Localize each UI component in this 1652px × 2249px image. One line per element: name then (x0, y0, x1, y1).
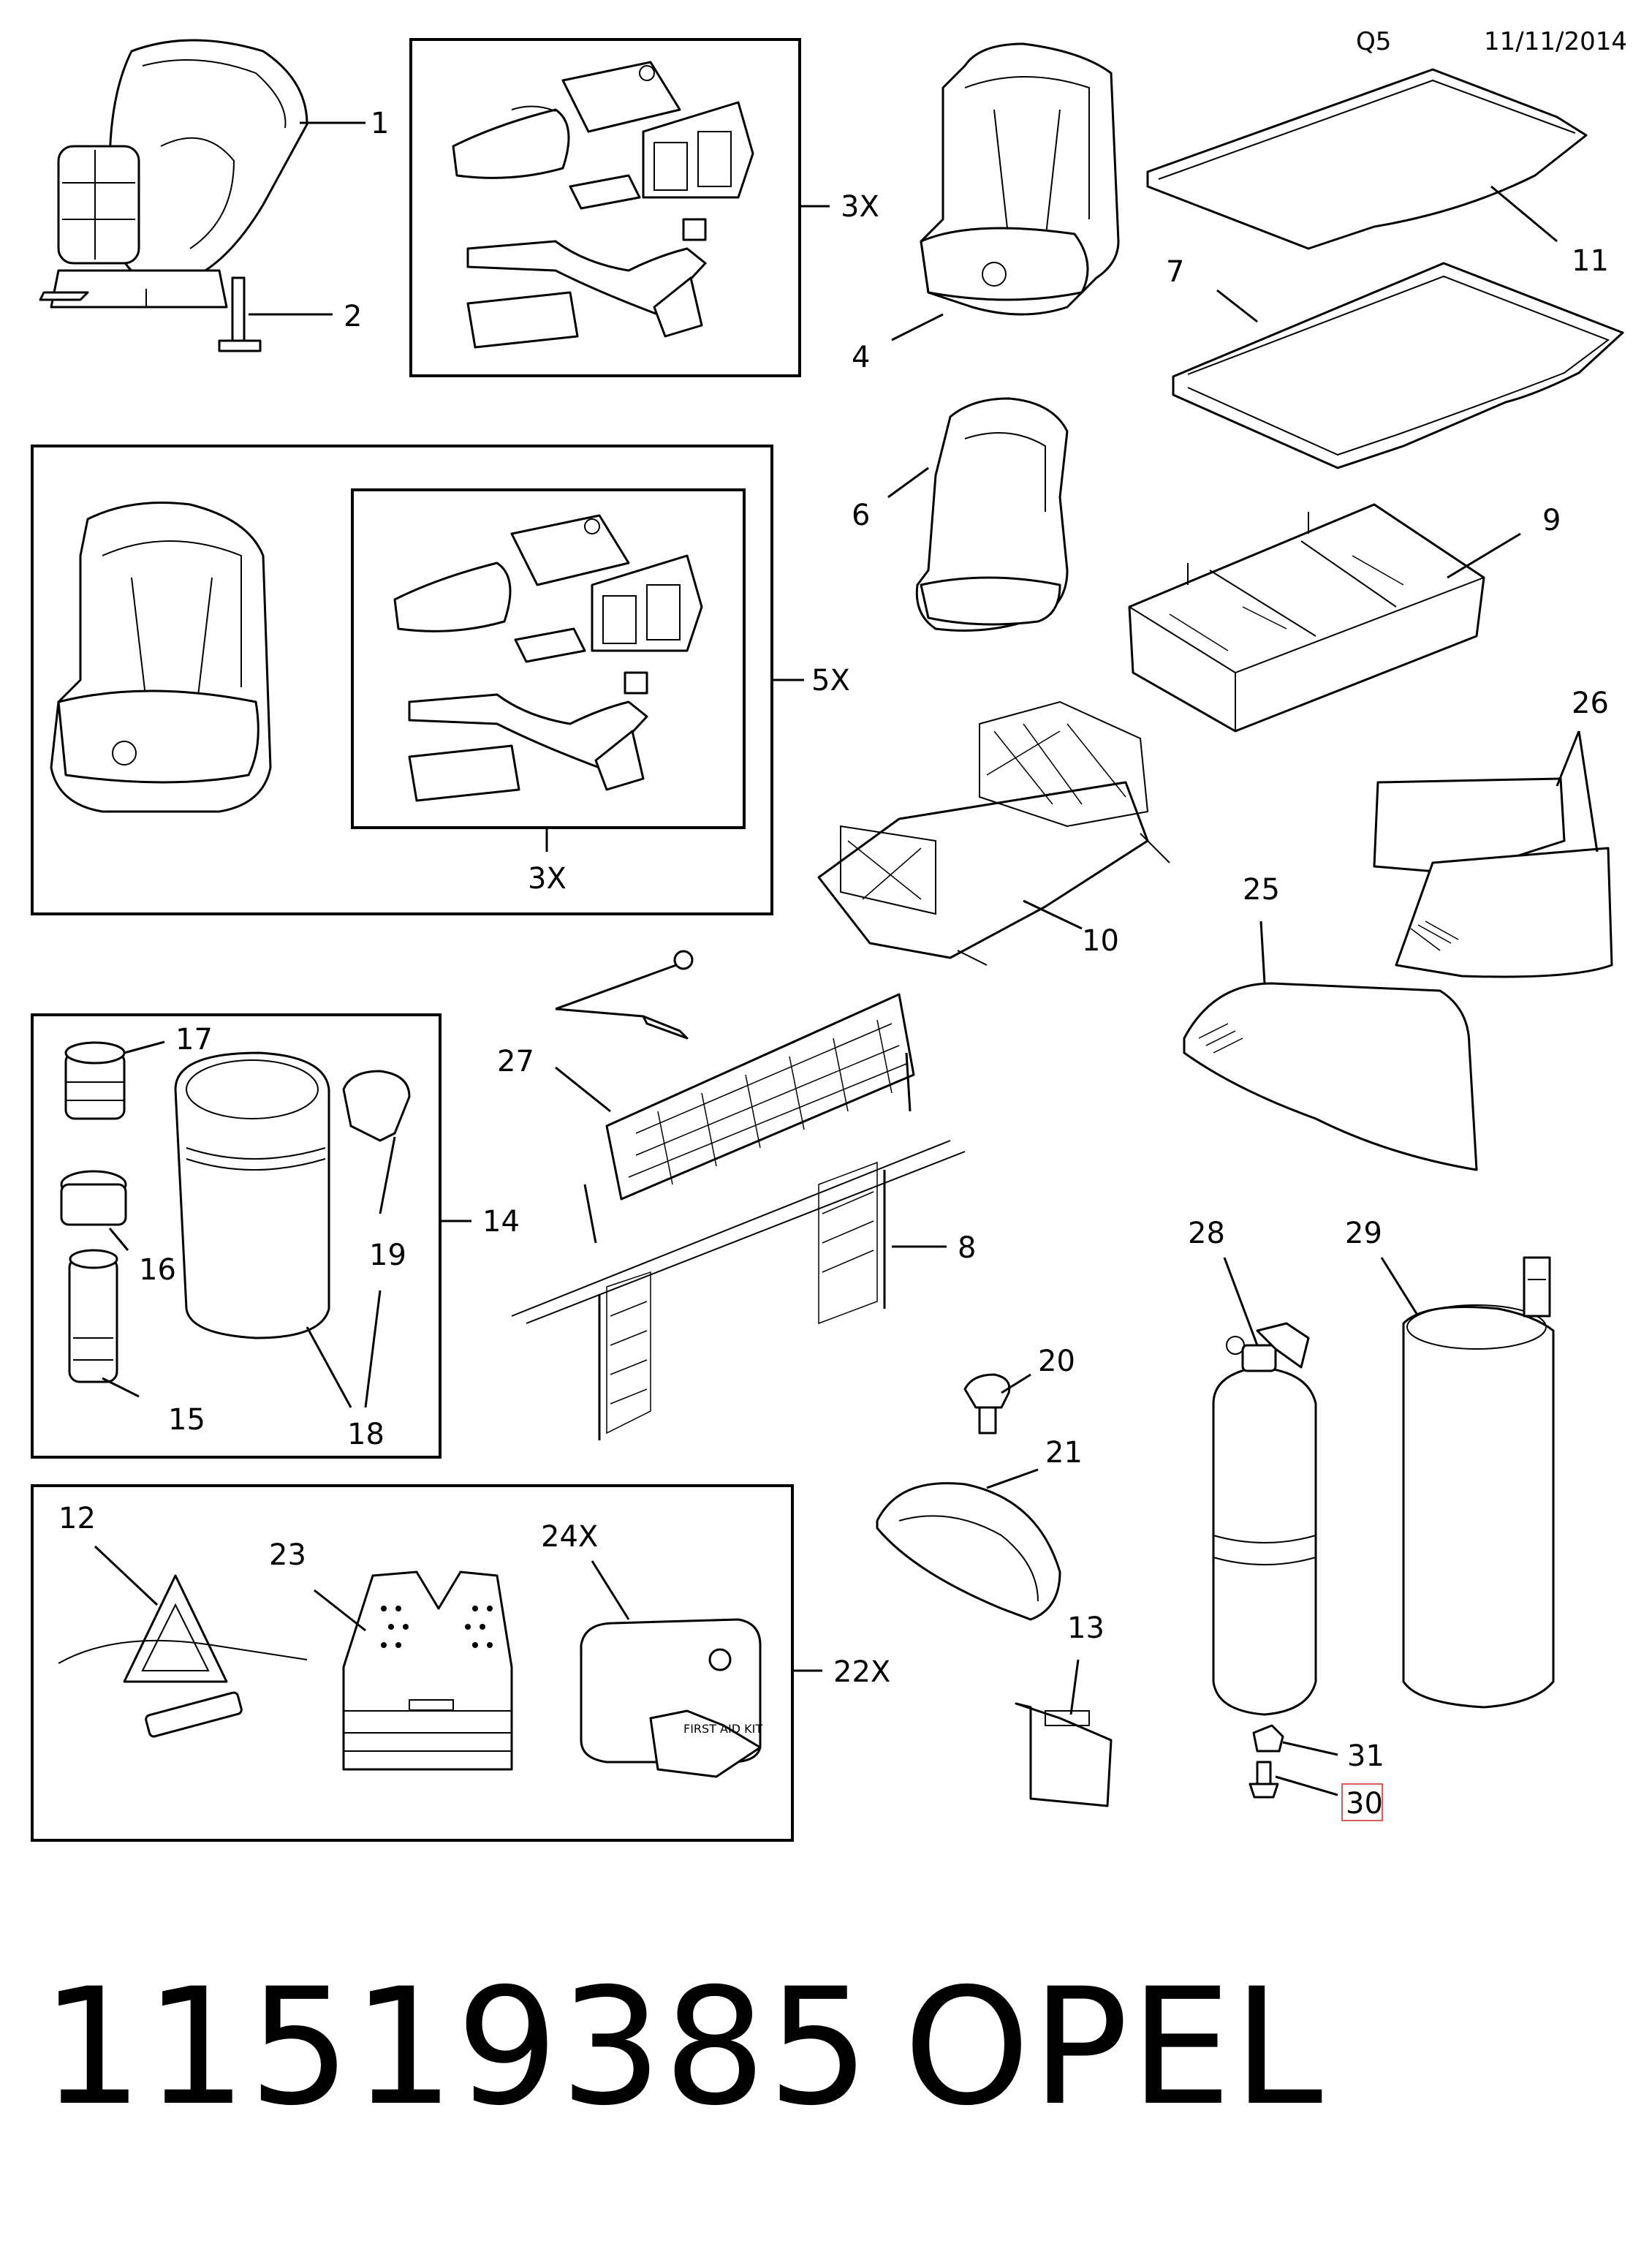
header-code: Q5 (1356, 27, 1391, 56)
callout-13: 13 (1067, 1611, 1105, 1645)
callout-28: 28 (1188, 1217, 1225, 1250)
nut-part-31 (1252, 1724, 1284, 1753)
callout-18: 18 (347, 1418, 384, 1451)
callout-25: 25 (1243, 873, 1280, 907)
fire-extinguisher-part-28 (1212, 1322, 1317, 1716)
callout-17: 17 (175, 1023, 213, 1057)
bolt-part-30 (1249, 1761, 1279, 1799)
extinguisher-holder-part-29 (1402, 1256, 1555, 1709)
callout-9: 9 (1542, 504, 1561, 537)
ash-bin-part-18 (174, 1051, 330, 1339)
socket-part-15 (68, 1249, 118, 1383)
callout-7: 7 (1166, 255, 1184, 289)
callout-30: 30 (1346, 1787, 1383, 1821)
cargo-mat-part-11 (1146, 68, 1588, 250)
callout-19: 19 (369, 1239, 406, 1272)
callout-6: 6 (852, 499, 870, 532)
part-number: 11519385 (41, 1954, 871, 2141)
callout-20: 20 (1038, 1345, 1075, 1378)
callout-3x-top: 3X (841, 190, 879, 224)
cargo-net-part-8 (511, 1140, 966, 1440)
callout-21: 21 (1045, 1436, 1083, 1470)
safety-vest-part-23 (342, 1570, 513, 1771)
callout-2: 2 (344, 300, 362, 333)
infant-carrier-part (39, 39, 308, 309)
strap-kit-top (452, 61, 754, 349)
dog-guard-part-27 (583, 950, 915, 1244)
callout-22x: 22X (833, 1655, 890, 1689)
adapter-part-16 (60, 1170, 127, 1226)
kit-label: FIRST AID KIT (683, 1722, 762, 1736)
box-3x-top (409, 38, 801, 377)
sunshade-part-26 (1373, 777, 1613, 978)
holder-part-21 (876, 1482, 1061, 1621)
callout-4: 4 (852, 341, 870, 374)
callout-5x: 5X (811, 664, 850, 698)
callout-27: 27 (497, 1045, 534, 1078)
child-seat-part-4 (920, 42, 1120, 316)
callout-3x-inner: 3X (528, 862, 567, 896)
callout-29: 29 (1345, 1217, 1382, 1250)
callout-8: 8 (958, 1231, 976, 1265)
callout-15: 15 (168, 1403, 205, 1437)
callout-1: 1 (371, 107, 389, 140)
callout-11: 11 (1572, 244, 1609, 278)
brand-name: OPEL (903, 1954, 1325, 2141)
callout-12: 12 (58, 1502, 96, 1535)
isofix-support-leg (218, 276, 262, 352)
callout-24x: 24X (541, 1520, 598, 1554)
callout-23: 23 (269, 1538, 306, 1572)
trunk-organizer-part-9 (1128, 503, 1485, 733)
header-date: 11/11/2014 (1484, 27, 1627, 56)
cup-holder-part-17 (64, 1041, 126, 1120)
box-3x-inner (351, 488, 746, 829)
warning-triangle-part-12 (58, 1574, 308, 1738)
sunshade-part-25 (1183, 982, 1478, 1171)
callout-16: 16 (139, 1253, 176, 1287)
box-22x (31, 1484, 794, 1842)
clip-part-20 (963, 1373, 1011, 1435)
booster-seat-part-6 (915, 397, 1069, 632)
highlight-box-30 (1341, 1783, 1383, 1821)
strap-bracket-part-13 (1015, 1702, 1113, 1807)
first-aid-kit-part-24x: FIRST AID KIT (580, 1618, 762, 1778)
callout-10: 10 (1082, 924, 1119, 958)
clip-part-19 (342, 1070, 411, 1142)
seat-organizer-part-10 (817, 700, 1170, 966)
callout-31: 31 (1347, 1739, 1384, 1773)
cargo-tray-part-7 (1172, 262, 1624, 469)
parts-diagram: Q5 11/11/2014 1 2 3X (31, 27, 1627, 1842)
callout-26: 26 (1572, 687, 1609, 720)
child-seat-5x (50, 502, 272, 813)
box-14 (31, 1013, 442, 1459)
strap-kit-inner (393, 514, 703, 802)
callout-14: 14 (482, 1205, 520, 1239)
